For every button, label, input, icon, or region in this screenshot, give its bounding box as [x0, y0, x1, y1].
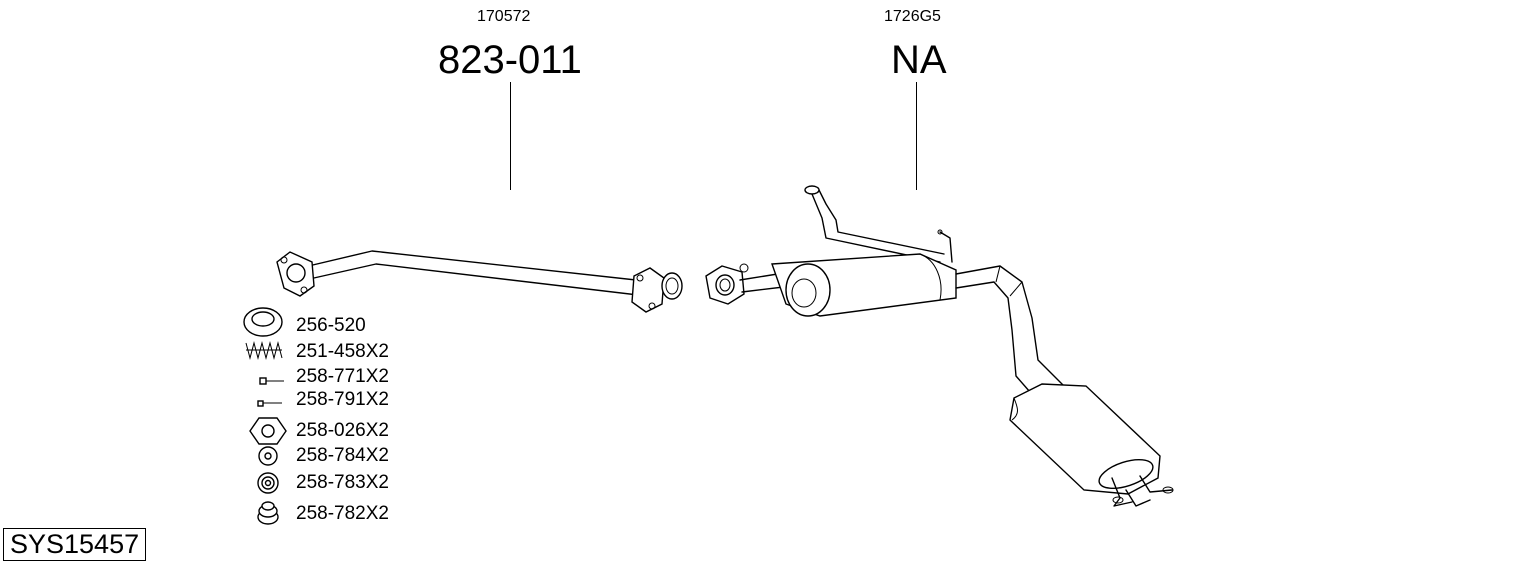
bolt-icon [259, 377, 284, 385]
article-number-rear-section: 1726G5 [884, 8, 941, 25]
gasket-ring-icon [243, 307, 283, 337]
part-label-258-782x2: 258-782X2 [296, 503, 389, 524]
small-bolt-icon [257, 400, 282, 407]
part-label-256-520: 256-520 [296, 315, 366, 336]
rear-section-drawing [705, 185, 1174, 507]
washer-icon [258, 446, 278, 466]
part-label-258-026x2: 258-026X2 [296, 420, 389, 441]
article-number-front-pipe: 170572 [477, 8, 531, 25]
hex-nut-icon [249, 417, 287, 445]
part-code-front-pipe: 823-011 [438, 38, 582, 82]
part-label-258-791x2: 258-791X2 [296, 389, 389, 410]
part-code-rear-section: NA [891, 38, 947, 82]
part-label-258-783x2: 258-783X2 [296, 472, 389, 493]
part-label-251-458x2: 251-458X2 [296, 341, 389, 362]
leader-line-rear-section [916, 82, 917, 190]
system-id-label: SYS15457 [3, 528, 147, 561]
thick-washer-icon [257, 472, 279, 494]
front-pipe-drawing [276, 250, 683, 313]
rubber-mount-icon [257, 501, 279, 525]
spring-icon [245, 341, 283, 360]
part-label-258-771x2: 258-771X2 [296, 366, 389, 387]
part-label-258-784x2: 258-784X2 [296, 445, 389, 466]
leader-line-front-pipe [510, 82, 511, 190]
